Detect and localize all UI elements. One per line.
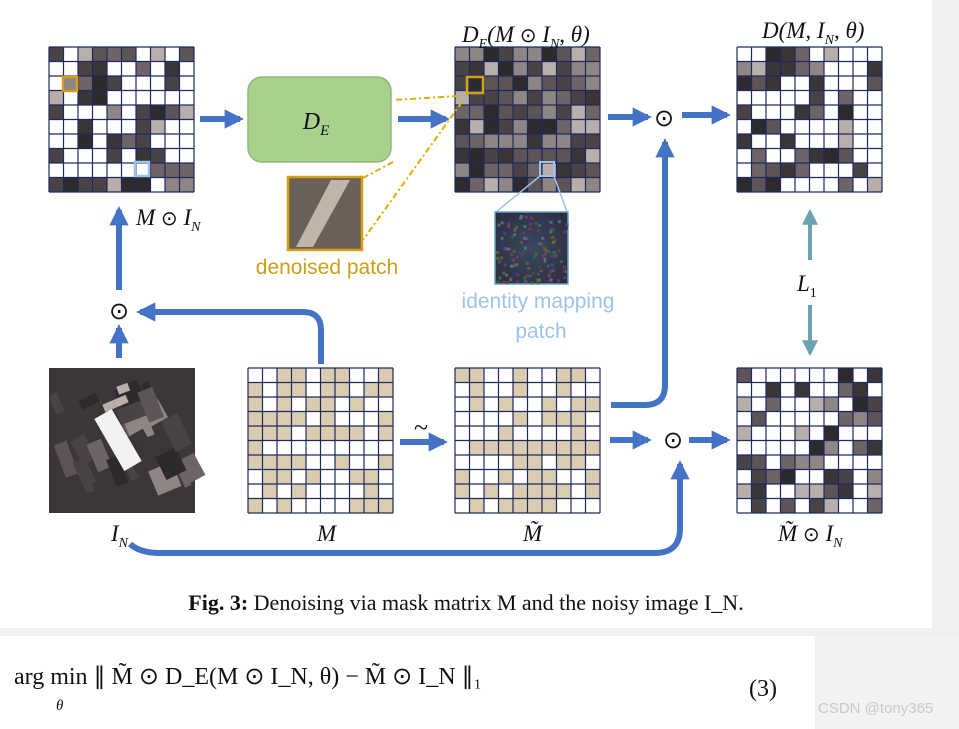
mask-label: M (316, 521, 338, 546)
final-output-label: D(M, IN, θ) (761, 18, 864, 48)
noisy-image (48, 368, 206, 513)
mask-tilde-grid (454, 367, 601, 514)
equation-number: (3) (749, 676, 777, 702)
arrow-tilde-up-to-odot (611, 138, 675, 408)
caption-label: Fig. 3: (188, 590, 249, 615)
identity-patch-label-1: identity mapping (462, 290, 615, 313)
arrow-noisy-to-bottom-odot (127, 460, 690, 556)
denoising-diagram: DE denoised patch identity mapping patch (48, 18, 883, 556)
mask-tilde-label: M̃ (522, 520, 544, 546)
zoom-line-top (362, 161, 394, 179)
final-output-grid (736, 46, 883, 193)
equation-subscript: θ (56, 698, 64, 714)
de-block (247, 76, 392, 163)
denoised-patch-stroke (296, 180, 350, 247)
identity-patch-noise (496, 213, 569, 285)
identity-patch-marker (133, 160, 151, 178)
odot-left: ⊙ (109, 297, 129, 325)
odot-top: ⊙ (654, 104, 674, 132)
figure-caption: Fig. 3: Denoising via mask matrix M and … (0, 590, 932, 616)
de-output-blue-marker (539, 161, 555, 177)
masked-input-grid (48, 46, 195, 193)
masked-input-label: M ⊙ IN (135, 205, 201, 235)
denoised-patch-label: denoised patch (256, 256, 398, 279)
identity-zoom-line-left (495, 175, 541, 213)
equation-right-strip (815, 636, 959, 729)
side-strip (932, 0, 959, 628)
caption-text: Denoising via mask matrix M and the nois… (253, 590, 744, 615)
arrow-mask-to-odot (136, 302, 324, 364)
l1-label: L1 (796, 271, 817, 301)
target-grid (736, 367, 883, 514)
page-band (0, 628, 959, 636)
noisy-image-label: IN (110, 521, 129, 551)
odot-bottom: ⊙ (663, 426, 683, 454)
mask-grid (247, 367, 394, 514)
watermark: CSDN @tony365 (818, 700, 934, 717)
equation: arg min ∥ M̃ ⊙ D_E(M ⊙ I_N, θ) − M̃ ⊙ I_… (14, 664, 482, 690)
de-output-gold-marker (465, 75, 485, 95)
de-output-grid (454, 46, 601, 193)
de-block-label: D (302, 109, 320, 135)
target-label: M̃ ⊙ IN (777, 520, 843, 551)
svg-text:DE: DE (302, 109, 330, 139)
identity-patch-label-2: patch (515, 320, 566, 343)
tilde-operator: ~ (414, 413, 428, 442)
denoised-patch-marker (61, 75, 79, 93)
identity-zoom-line-right (553, 175, 568, 213)
zoom-line-upper (392, 95, 459, 101)
